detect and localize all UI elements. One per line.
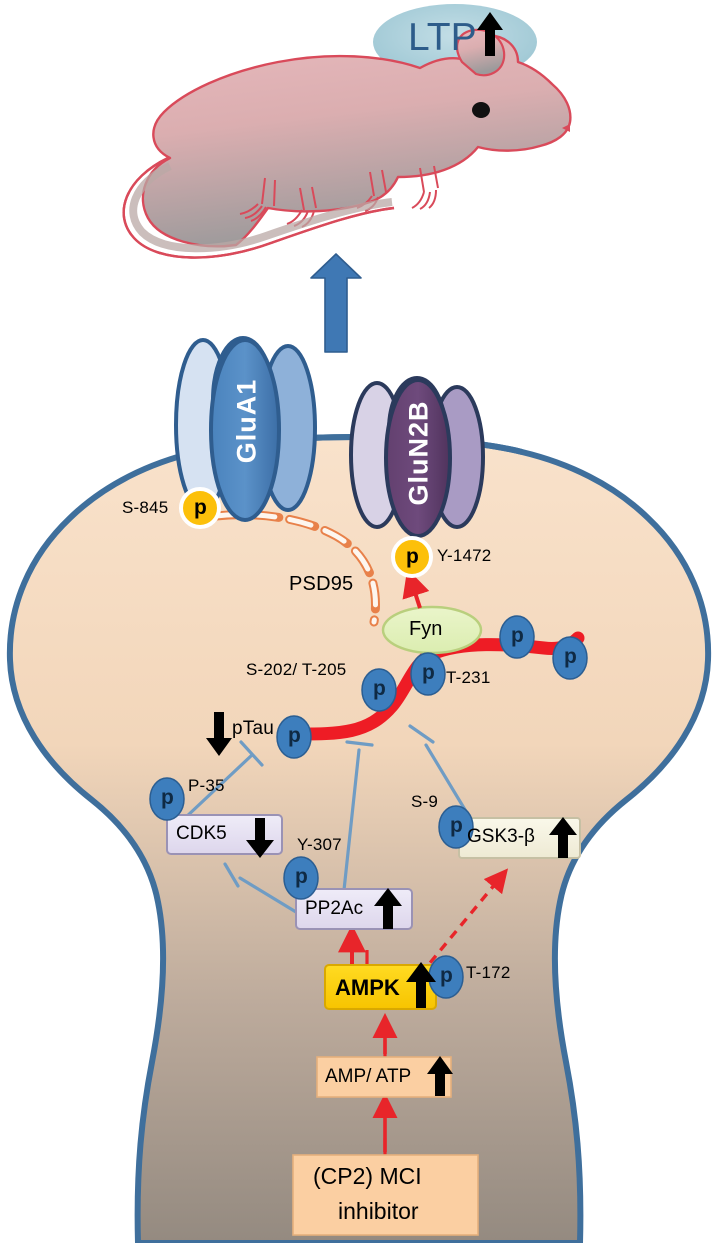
psd95-label: PSD95 <box>289 573 354 595</box>
phospho-y307-glyph: p <box>295 865 308 888</box>
phospho-tau-1 <box>276 715 312 759</box>
mouse-eye-icon <box>472 102 490 118</box>
phospho-site-y1472-label: Y-1472 <box>437 546 492 565</box>
phospho-tau-3-glyph: p <box>422 661 435 684</box>
upward-outcome-arrow <box>310 253 362 353</box>
node-box-cp2[interactable] <box>292 1154 479 1236</box>
fyn-label: Fyn <box>409 618 443 640</box>
phospho-s845 <box>179 487 221 529</box>
inhibition-edges <box>183 724 472 914</box>
phospho-y1472-glyph: p <box>406 545 419 568</box>
edge-fyn-to-glun2b <box>402 568 430 609</box>
node-label-amp-atp: AMP/ ATP <box>325 1066 412 1087</box>
trend-arrows <box>206 12 577 1096</box>
phospho-tau-3 <box>410 652 446 696</box>
receptor-label-glun2b: GluN2B <box>403 400 434 506</box>
node-label-pp2ac: PP2Ac <box>305 898 364 919</box>
activation-edges <box>338 868 509 1156</box>
phospho-site-p35-label: P-35 <box>188 776 225 795</box>
phospho-tau-2 <box>361 668 397 712</box>
ptau-label: pTau <box>232 718 275 739</box>
phospho-s9 <box>438 805 474 849</box>
phospho-t172-glyph: p <box>440 964 453 987</box>
ampatp-up-arrow-icon <box>427 1056 453 1096</box>
ltp-label: LTP <box>408 16 477 59</box>
phospho-site-y307-label: Y-307 <box>297 835 342 854</box>
ampk-up-arrow-icon <box>406 962 436 1008</box>
receptor-label-glua1: GluA1 <box>231 378 262 464</box>
phospho-y307 <box>283 856 319 900</box>
edge-ampk-to-gsk3b-dashed <box>418 868 509 977</box>
ptau-down-arrow-icon <box>206 712 232 756</box>
phospho-tau-4-glyph: p <box>511 624 524 647</box>
receptor-glun2b <box>349 376 485 538</box>
node-label-cp2-line2: inhibitor <box>338 1198 419 1224</box>
tau-site-t231-label: T-231 <box>446 668 491 687</box>
gsk3b-up-arrow-icon <box>549 817 577 858</box>
phospho-site-s9-label: S-9 <box>411 792 439 811</box>
tau-site-s202-t205-label: S-202/ T-205 <box>246 660 347 679</box>
phospho-p35-glyph: p <box>161 786 174 809</box>
phospho-tau-4 <box>499 615 535 659</box>
phospho-s9-glyph: p <box>450 814 463 837</box>
mouse-illustration <box>122 28 572 259</box>
cdk5-down-arrow-icon <box>246 818 274 858</box>
ltp-up-arrow-icon <box>477 12 503 56</box>
phospho-y1472 <box>391 536 433 578</box>
phospho-tau-1-glyph: p <box>288 724 301 747</box>
pp2ac-up-arrow-icon <box>374 888 402 929</box>
node-label-ampk: AMPK <box>335 975 400 1000</box>
phospho-tau-5-glyph: p <box>564 645 577 668</box>
phospho-tau-2-glyph: p <box>373 677 386 700</box>
receptor-glua1 <box>174 336 317 522</box>
node-label-cp2-line1: (CP2) MCI <box>313 1163 422 1189</box>
phospho-site-t172-label: T-172 <box>466 963 511 982</box>
node-box-amp-atp[interactable] <box>316 1056 452 1098</box>
phospho-p35 <box>149 777 185 821</box>
phospho-s845-glyph: p <box>194 496 207 519</box>
phospho-tau-5 <box>552 636 588 680</box>
phospho-markers <box>149 487 588 999</box>
phospho-site-s845-label: S-845 <box>122 498 169 517</box>
node-label-cdk5: CDK5 <box>176 823 227 844</box>
node-label-gsk3b: GSK3-β <box>467 826 535 847</box>
